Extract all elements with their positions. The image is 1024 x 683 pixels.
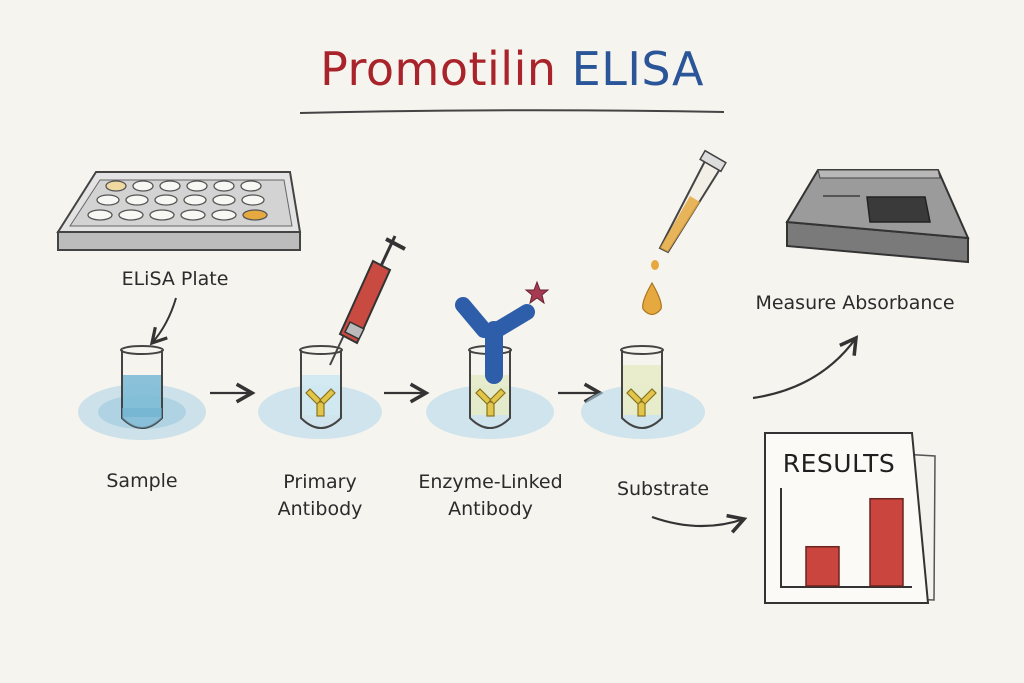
enzyme-linked-tube-icon	[426, 280, 554, 439]
enzyme-linked-antibody-icon	[455, 297, 535, 384]
plate-well	[105, 180, 127, 192]
plate-well	[96, 194, 120, 206]
plate-well	[180, 209, 206, 221]
substrate-tube-icon	[581, 345, 705, 439]
primary-antibody-tube-icon	[258, 345, 382, 439]
label-enzyme-line2: Antibody	[448, 498, 533, 520]
elisa-plate-icon	[56, 171, 302, 251]
page-title: Promotilin ELISA	[0, 42, 1024, 96]
plate-well	[240, 180, 262, 192]
label-enzyme-line1: Enzyme-Linked	[418, 471, 563, 493]
plate-well	[132, 180, 154, 192]
plate-to-sample-arrow	[149, 297, 177, 346]
plate-well	[149, 209, 175, 221]
sample-tube-icon	[78, 345, 206, 440]
label-elisa-plate: ELiSA Plate	[121, 268, 229, 290]
label-enzyme-linked-antibody: Enzyme-Linked Antibody	[408, 469, 573, 523]
label-sample: Sample	[106, 470, 178, 492]
results-bar	[805, 545, 840, 587]
plate-well	[159, 180, 181, 192]
substrate-drop-icon	[642, 281, 662, 316]
plate-well	[87, 209, 113, 221]
plate-well	[125, 194, 149, 206]
label-primary-line2: Antibody	[277, 498, 363, 520]
results-sheet-icon	[764, 432, 936, 604]
results-title: RESULTS	[782, 449, 896, 478]
title-underline	[299, 109, 725, 114]
primary-antibody-icon	[305, 388, 336, 417]
spectrophotometer-icon	[785, 169, 970, 264]
results-bar	[869, 497, 904, 587]
to-measure-arrow	[752, 335, 859, 400]
plate-well	[186, 180, 208, 192]
plate-well	[183, 194, 207, 206]
enzyme-star-icon	[524, 280, 550, 305]
plate-well	[241, 194, 265, 206]
results-bars	[805, 497, 904, 587]
label-substrate: Substrate	[616, 478, 710, 500]
label-primary-line1: Primary	[283, 471, 357, 493]
plate-wells	[87, 180, 268, 221]
plate-well	[154, 194, 178, 206]
label-measure-absorbance: Measure Absorbance	[755, 292, 955, 314]
title-part-promotilin: Promotilin	[320, 42, 557, 96]
plate-well	[212, 194, 236, 206]
plate-well	[213, 180, 235, 192]
title-part-elisa: ELISA	[571, 42, 704, 96]
pipette-icon	[651, 149, 727, 270]
to-results-arrow	[651, 513, 748, 534]
label-primary-antibody: Primary Antibody	[250, 469, 390, 523]
plate-well	[242, 209, 268, 221]
plate-well	[118, 209, 144, 221]
plate-well	[211, 209, 237, 221]
syringe-icon	[329, 235, 406, 366]
